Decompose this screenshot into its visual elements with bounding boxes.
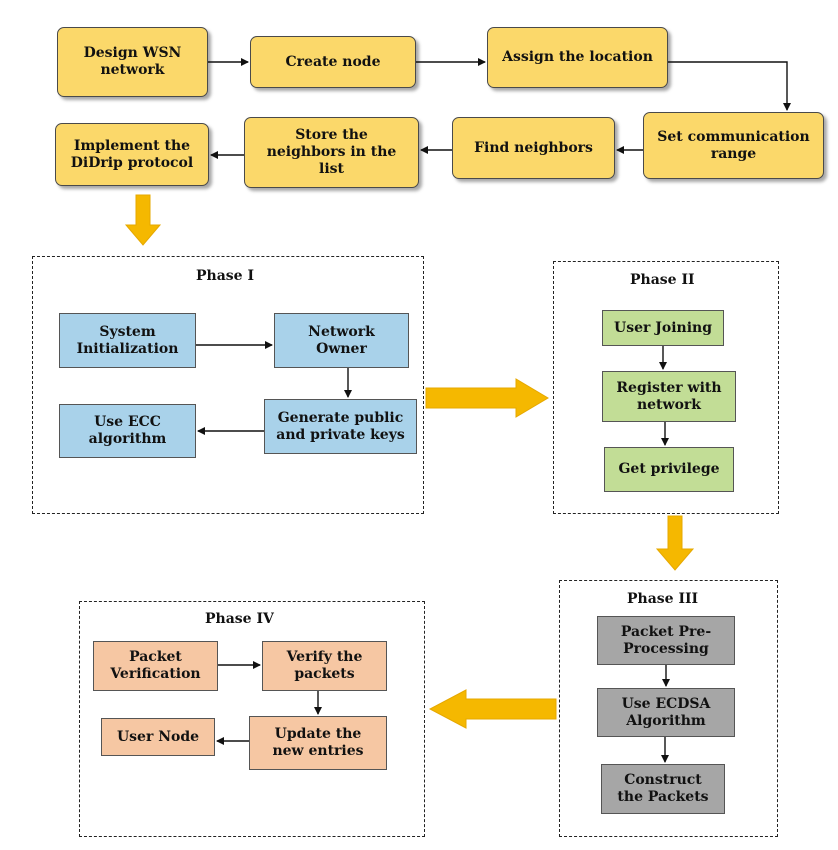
big-arrow-down-to-phase1	[124, 194, 162, 246]
phase-2-frame	[553, 261, 779, 514]
find-neighbors-box: Find neighbors	[452, 117, 615, 179]
user-node-box: User Node	[101, 718, 215, 756]
update-entries-box: Update the new entries	[249, 716, 387, 770]
phase-2-title: Phase II	[630, 272, 695, 288]
use-ecc-box: Use ECC algorithm	[59, 404, 196, 458]
phase-1-title: Phase I	[196, 268, 254, 284]
phase-3-frame	[559, 580, 778, 837]
design-wsn-network-box: Design WSN network	[57, 27, 208, 97]
phase-4-frame	[79, 601, 425, 837]
phase-4-title: Phase IV	[205, 611, 274, 627]
register-with-network-box: Register with network	[602, 371, 736, 422]
phase-1-frame	[32, 256, 424, 514]
packet-verification-box: Packet Verification	[93, 641, 218, 691]
packet-preprocessing-box: Packet Pre- Processing	[597, 616, 735, 665]
store-neighbors-box: Store the neighbors in the list	[244, 117, 419, 188]
big-arrow-phase2-to-phase3	[655, 515, 695, 571]
get-privilege-box: Get privilege	[604, 447, 734, 492]
arrow-assign-to-range	[668, 61, 791, 111]
system-initialization-box: System Initialization	[59, 313, 196, 368]
create-node-box: Create node	[250, 36, 416, 88]
user-joining-box: User Joining	[602, 310, 724, 346]
generate-keys-box: Generate public and private keys	[264, 399, 417, 454]
assign-location-box: Assign the location	[487, 27, 668, 88]
big-arrow-phase1-to-phase2	[425, 378, 549, 418]
construct-packets-box: Construct the Packets	[601, 764, 725, 814]
big-arrow-phase3-to-phase4	[428, 689, 557, 729]
set-communication-range-box: Set communication range	[643, 112, 824, 179]
phase-3-title: Phase III	[627, 591, 699, 607]
use-ecdsa-box: Use ECDSA Algorithm	[597, 688, 735, 737]
verify-packets-box: Verify the packets	[262, 641, 387, 691]
network-owner-box: Network Owner	[274, 313, 409, 368]
implement-didrip-box: Implement the DiDrip protocol	[55, 123, 209, 186]
